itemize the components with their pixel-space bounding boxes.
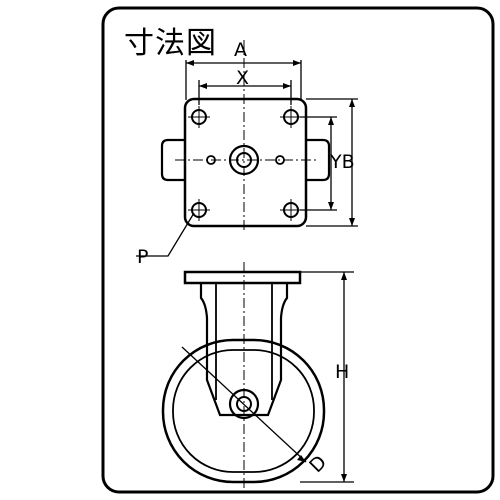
dimension-h <box>300 271 354 483</box>
wheel-tread <box>172 349 315 473</box>
right-boss <box>306 138 331 182</box>
label-yb: YB <box>329 151 355 173</box>
side-view <box>161 262 354 492</box>
mounting-plate <box>183 270 302 285</box>
top-view <box>136 40 358 257</box>
center-lines <box>175 40 316 232</box>
label-a: A <box>234 39 247 61</box>
dimension-yb <box>300 98 358 227</box>
dimension-x <box>198 80 292 105</box>
bolt-hole-centerlines <box>188 106 302 221</box>
label-p: P <box>137 246 148 268</box>
label-x: X <box>236 67 249 89</box>
top-plate <box>183 97 308 228</box>
dimension-d <box>181 346 307 463</box>
label-h: H <box>335 361 349 383</box>
left-boss <box>160 138 185 182</box>
drawing-border <box>101 6 495 494</box>
diagram-title: 寸法図 <box>124 26 217 61</box>
leader-p <box>136 212 195 257</box>
